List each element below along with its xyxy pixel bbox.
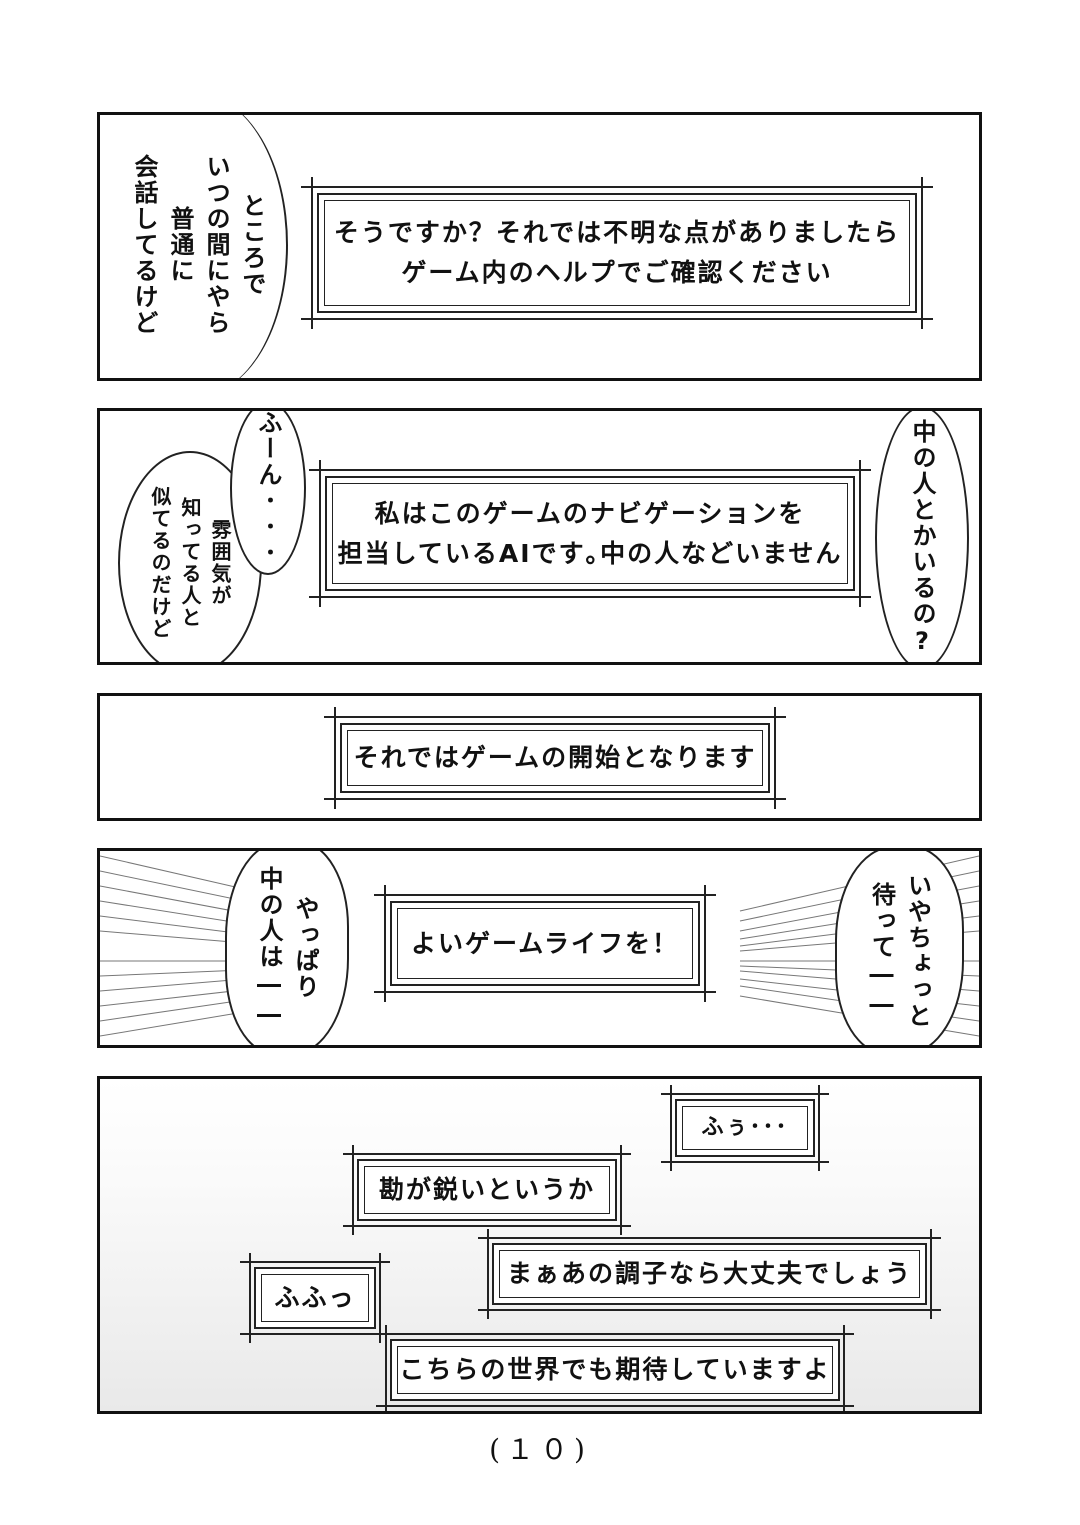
bubble-line: 待って―― — [867, 881, 896, 1020]
frame-line: ゲーム内のヘルプでご確認ください — [401, 258, 833, 287]
narration-frame: そうですか？それでは不明な点がありましたら ゲーム内のヘルプでご確認ください — [301, 177, 933, 329]
narration-frame: それではゲームの開始となります — [324, 707, 786, 809]
frame-line: 担当しているAIです｡中の人などいません — [337, 538, 843, 568]
panel-3: それではゲームの開始となります — [97, 693, 982, 821]
speech-bubble-right: 中の人とかいるの? — [875, 411, 969, 662]
narration-frame-fuu: ふぅ･･･ — [661, 1085, 829, 1171]
bubble-line: 中の人とかいるの? — [908, 419, 936, 657]
bubble-line: ところで — [238, 193, 266, 297]
bubble-line: 似てるのだけど — [148, 486, 172, 640]
speech-bubble-left: やっぱり 中の人は―― — [225, 851, 349, 1045]
bubble-line: 知ってる人と — [178, 497, 202, 629]
panel-5: ふぅ･･･ 勘が鋭いというか まぁあの調子なら大丈夫でしょう ふふっ こちらの世… — [97, 1076, 982, 1414]
bubble-line: いやちょっと — [903, 872, 932, 1029]
speech-bubble-mid: ふーん･･･ — [230, 410, 306, 575]
narration-frame-maa: まぁあの調子なら大丈夫でしょう — [478, 1229, 941, 1319]
bubble-line: いつの間にやら — [202, 154, 230, 336]
frame-line: こちらの世界でも期待していますよ — [399, 1355, 831, 1384]
frame-line: ふふっ — [274, 1283, 356, 1312]
frame-line: ふぅ･･･ — [701, 1115, 789, 1140]
narration-frame-kochira: こちらの世界でも期待していますよ — [376, 1325, 854, 1411]
speech-bubble-left: ところで いつの間にやら 普通に 会話してるけど — [110, 115, 288, 378]
bubble-line: 普通に — [166, 206, 194, 284]
narration-frame-fufu: ふふっ — [240, 1253, 390, 1343]
bubble-line: 中の人は―― — [255, 866, 283, 1030]
bubble-line: 雰囲気が — [208, 519, 232, 607]
bubble-line: 会話してるけど — [130, 154, 158, 336]
narration-frame-kan: 勘が鋭いというか — [343, 1145, 631, 1235]
speech-bubble-right: いやちょっと 待って―― — [835, 851, 964, 1045]
frame-line: 勘が鋭いというか — [378, 1175, 595, 1204]
frame-line: 私はこのゲームのナビゲーションを — [374, 498, 806, 528]
bubble-line: やっぱり — [291, 896, 319, 1000]
panel-1: ところで いつの間にやら 普通に 会話してるけど そうですか？それでは不明な点が… — [97, 112, 982, 381]
frame-line: そうですか？それでは不明な点がありましたら — [333, 218, 901, 247]
frame-line: よいゲームライフを！ — [410, 928, 679, 958]
page-number: (１０) — [489, 1433, 591, 1466]
narration-frame: 私はこのゲームのナビゲーションを 担当しているAIです｡中の人などいません — [309, 460, 871, 607]
bubble-line: ふーん･･･ — [254, 410, 282, 566]
frame-line: まぁあの調子なら大丈夫でしょう — [506, 1259, 912, 1288]
frame-line: それではゲームの開始となります — [353, 743, 757, 772]
panel-2: 雰囲気が 知ってる人と 似てるのだけど ふーん･･･ 私はこのゲームのナビゲーシ… — [97, 408, 982, 665]
narration-frame: よいゲームライフを！ — [374, 885, 716, 1002]
panel-4: やっぱり 中の人は―― よいゲームライフを！ いやちょっと 待って―― — [97, 848, 982, 1048]
